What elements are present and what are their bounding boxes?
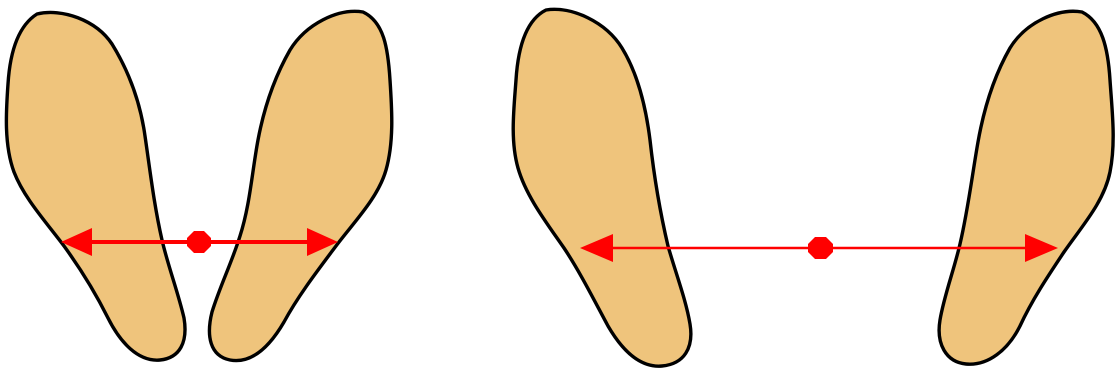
narrow-left-foot	[6, 12, 185, 360]
narrow-stance-panel	[6, 11, 391, 360]
wide-center-dot	[808, 237, 833, 259]
wide-left-foot	[513, 9, 691, 366]
narrow-right-foot	[209, 11, 391, 360]
wide-right-foot	[939, 11, 1113, 364]
narrow-center-dot	[187, 231, 211, 253]
wide-stance-panel	[513, 9, 1113, 366]
